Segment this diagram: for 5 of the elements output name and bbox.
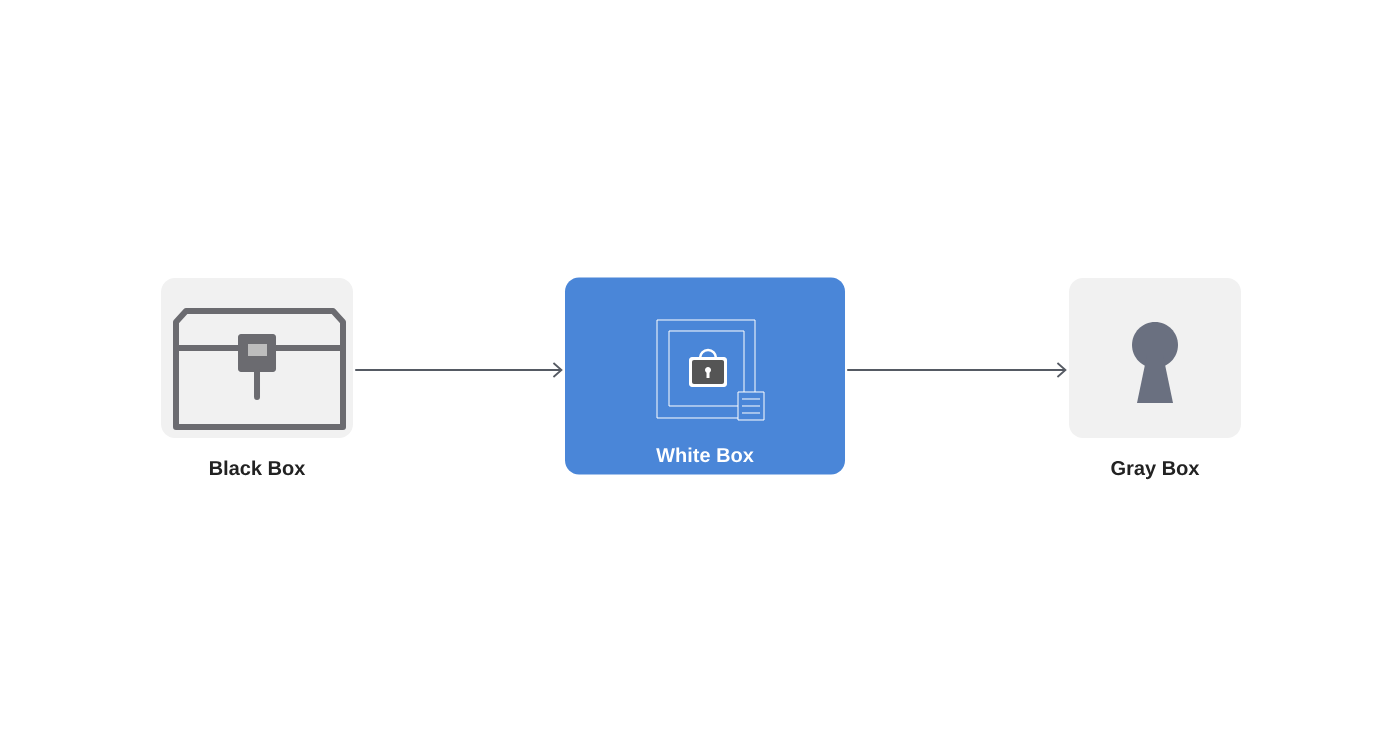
arrow [1056, 362, 1067, 378]
node-label: Black Box [209, 460, 306, 476]
arrow [552, 362, 563, 378]
node-label: Gray Box [1111, 461, 1200, 480]
process-box: White Box [565, 277, 845, 475]
